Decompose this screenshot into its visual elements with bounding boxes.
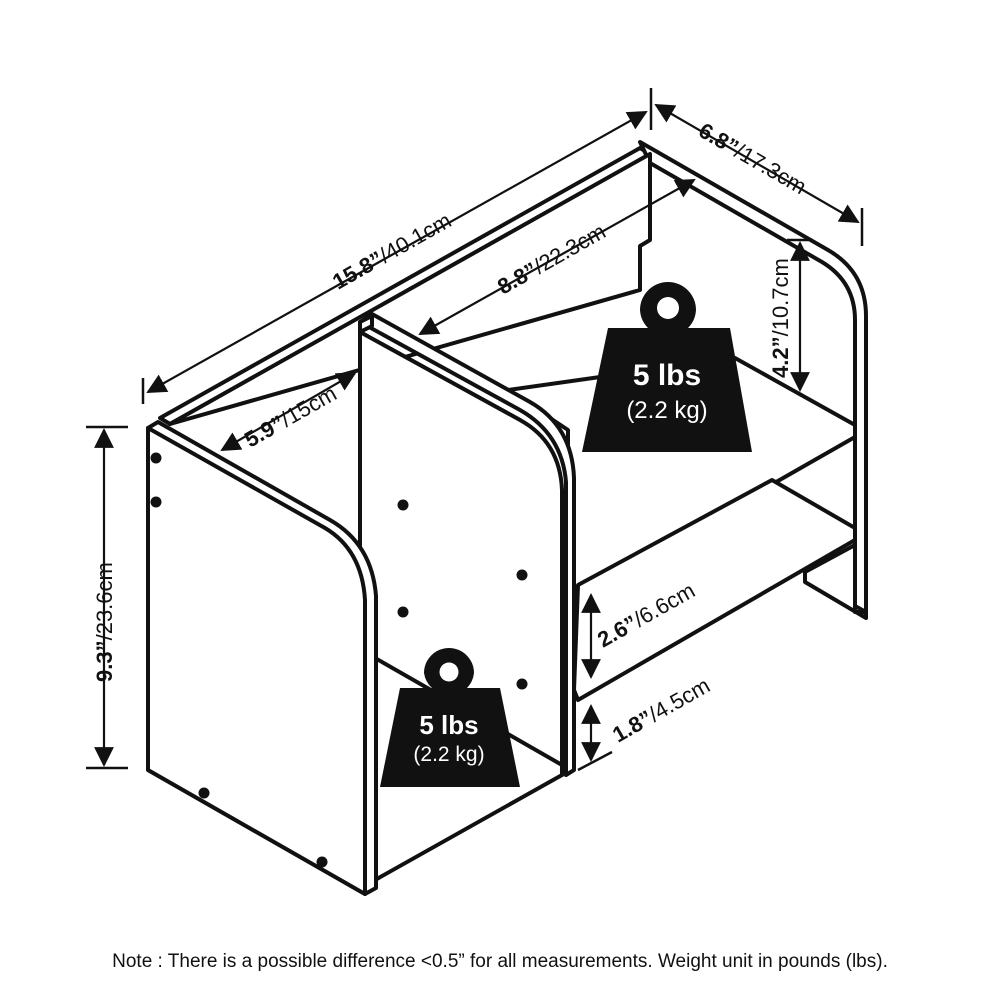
height-label: 9.3”/23.6cm (92, 562, 117, 682)
depth-dimension-line (654, 104, 860, 223)
screw (198, 787, 210, 799)
lower-weight-kilograms: (2.2 kg) (413, 743, 484, 766)
measurement-note: Note : There is a possible difference <0… (112, 951, 888, 972)
screw (150, 452, 162, 464)
inner-width-dimension-line (418, 179, 696, 335)
width-dimension-line (146, 111, 648, 393)
screw (316, 856, 328, 868)
bottom-clearance-tick (577, 750, 613, 772)
screw (150, 496, 162, 508)
top-clearance-metric: /10.7cm (768, 258, 793, 336)
inner-depth-dimension-line (220, 372, 357, 451)
right-leg-support (803, 543, 868, 620)
left-side-front (146, 426, 367, 896)
weight-icon-lower: 5 lbs (2.2 kg) (380, 648, 520, 787)
dimension-lines (86, 88, 864, 772)
screw (397, 499, 409, 511)
screw (397, 606, 409, 618)
upper-weight-pounds: 5 lbs (633, 359, 701, 392)
lower-weight-pounds: 5 lbs (419, 710, 478, 740)
height-metric: /23.6cm (92, 562, 117, 640)
screw (516, 678, 528, 690)
right-side-panel (638, 140, 868, 614)
top-clearance-label: 4.2”/10.7cm (768, 258, 793, 378)
bottom-clearance-label: 1.8”/4.5cm (608, 673, 714, 748)
divider-front-shape (358, 330, 564, 777)
depth-metric: /17.3cm (731, 138, 811, 199)
bottom-clearance-metric: /4.5cm (644, 673, 714, 727)
screws (150, 452, 528, 868)
screw (516, 569, 528, 581)
top-clearance-imperial: 4.2” (768, 336, 793, 378)
middle-divider-panel (358, 312, 576, 777)
weight-icon-upper: 5 lbs (2.2 kg) (582, 282, 752, 452)
height-imperial: 9.3” (92, 640, 117, 682)
upper-weight-kilograms: (2.2 kg) (626, 397, 707, 424)
